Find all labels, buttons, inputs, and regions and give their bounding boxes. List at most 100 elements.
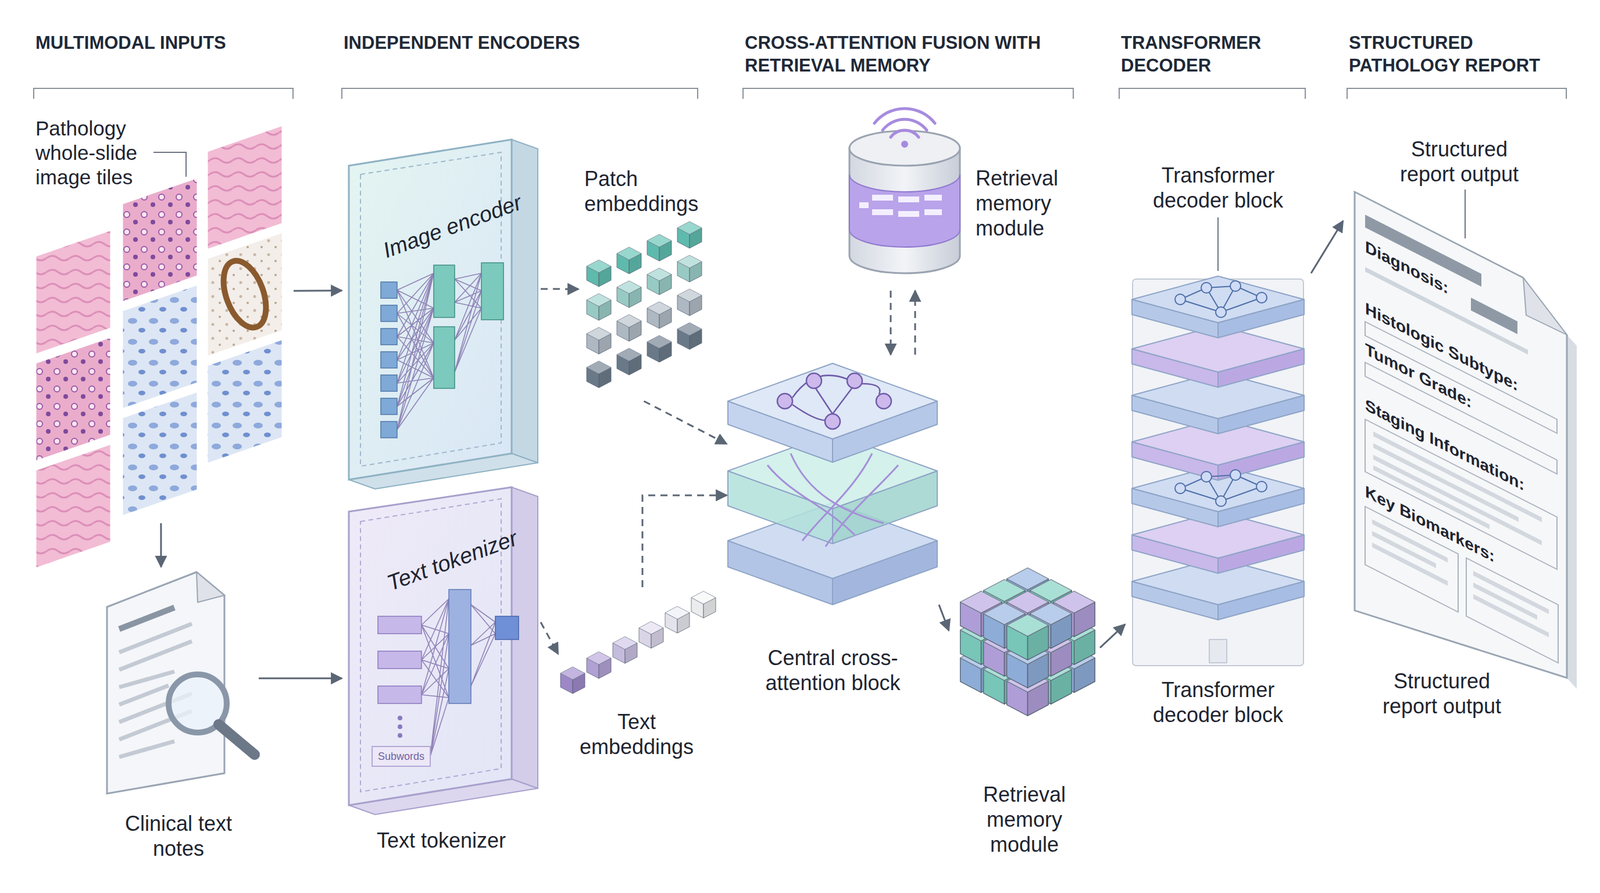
section-heading-holder: MULTIMODAL INPUTS — [35, 31, 292, 55]
slide-tiles — [206, 338, 283, 464]
image-encoder-panel — [360, 152, 502, 467]
slide-tiles — [122, 391, 198, 517]
arrow-connector — [1311, 220, 1344, 274]
cross-attention-stack — [727, 363, 938, 605]
patch-embedding-cubes — [616, 280, 642, 308]
slide-tiles — [35, 443, 112, 569]
node-label: Transformer decoder block — [1145, 677, 1291, 728]
memory-cube — [1006, 614, 1049, 660]
dashed-connector — [540, 287, 579, 290]
image-encoder-node: Image encoder — [341, 137, 541, 480]
patch-embedding-cubes — [677, 221, 702, 249]
text-tokenizer-panel — [377, 616, 422, 704]
clinical-notes-node: Clinical text notes — [98, 566, 259, 864]
node-label: Structured report output — [1366, 668, 1518, 719]
node-label: Patch embeddings — [584, 166, 707, 217]
report-document — [1354, 191, 1577, 724]
section-brackets — [1347, 88, 1567, 99]
node-label-holder: Structured report output — [1383, 136, 1535, 187]
image-encoder-panel — [380, 281, 398, 438]
patch-embedding-cubes — [647, 301, 672, 329]
dashed-connector — [642, 495, 727, 588]
memory-cylinder — [924, 194, 942, 201]
memory-cylinder — [859, 202, 869, 209]
cross-attention-stack — [847, 373, 863, 389]
leader-line — [1217, 217, 1219, 271]
decoder-stack — [1132, 279, 1304, 666]
arrow-connector — [159, 523, 162, 567]
section-brackets — [33, 88, 1567, 99]
node-label-holder: Text tokenizer — [341, 827, 541, 853]
decoder-stack — [1230, 469, 1241, 481]
node-label-holder: Pathology whole-slide image tiles — [35, 116, 175, 190]
section-brackets — [33, 88, 294, 99]
patch-embedding-cubes — [677, 255, 702, 282]
leader-line — [1464, 189, 1466, 239]
decoder-stack — [1256, 481, 1267, 492]
image-encoder-panel — [511, 139, 538, 463]
decoder-stack — [1175, 280, 1267, 507]
memory-cylinder — [924, 209, 942, 216]
report-node: Structured report outputDiagnosis:Histol… — [1343, 130, 1576, 724]
node-label-holder: Histologic Subtype: — [1365, 298, 1563, 319]
memory-cylinder — [849, 174, 960, 248]
node-label: Text tokenizer — [341, 827, 541, 853]
slide-tiles — [206, 125, 283, 250]
patch-embedding-cubes — [586, 327, 612, 355]
decoder-stack — [1131, 276, 1305, 620]
image-encoder-panel — [380, 375, 398, 392]
text-tokenizer-panel — [495, 616, 519, 640]
arrow-connector — [938, 604, 949, 631]
image-encoder-panel — [397, 273, 434, 430]
section-heading: CROSS-ATTENTION FUSION WITH RETRIEVAL ME… — [744, 31, 1048, 78]
dashed-connector — [890, 290, 892, 355]
section-heading: TRANSFORMER DECODER — [1120, 31, 1313, 78]
text-tokenizer-panel — [397, 724, 403, 730]
patch-embedding-cubes — [586, 259, 612, 287]
slide-tiles — [206, 231, 283, 357]
report-document — [1354, 191, 1567, 719]
text-embedding-cubes — [691, 591, 716, 619]
section-brackets — [341, 88, 698, 99]
section-heading: MULTIMODAL INPUTS — [35, 31, 292, 55]
memory-cylinder — [898, 211, 920, 217]
text-embedding-cubes — [560, 666, 585, 694]
patch-embedding-cubes — [677, 322, 702, 350]
memory-cylinder — [882, 119, 927, 131]
node-label: Text embeddings — [572, 709, 701, 760]
section-heading-holder: STRUCTURED PATHOLOGY REPORT — [1348, 31, 1576, 78]
memory-cube — [960, 568, 1096, 716]
report-document — [1372, 542, 1448, 586]
patch-embedding-cubes — [586, 293, 612, 321]
node-label: Central cross-attention block — [738, 645, 928, 696]
patch-embedding-cubes — [616, 314, 642, 342]
section-heading: STRUCTURED PATHOLOGY REPORT — [1348, 31, 1576, 78]
node-label: Image encoder — [379, 189, 525, 264]
slide-tiles — [35, 336, 112, 462]
text-embedding-cubes — [586, 651, 612, 679]
node-label: Text tokenizer — [379, 523, 526, 599]
node-label-holder: Retrieval memory module — [975, 165, 1075, 242]
clinical-note-doc — [106, 572, 255, 794]
cross-attention-stack — [806, 373, 822, 389]
text-embedding-cubes — [638, 621, 664, 649]
dashed-connector — [914, 290, 917, 355]
decoder-node: Transformer decoder blockTransformer dec… — [1125, 156, 1312, 733]
report-document — [1566, 334, 1577, 689]
section-heading: INDEPENDENT ENCODERS — [343, 31, 693, 55]
node-label-holder: Text tokenizer — [379, 547, 525, 575]
memory-cylinder-node: Retrieval memory module — [843, 110, 1076, 291]
patch-embeddings-node: Patch embeddings — [578, 162, 710, 402]
image-encoder-panel — [454, 273, 482, 373]
image-encoder-panel — [481, 262, 504, 320]
dashed-connector — [540, 622, 559, 655]
subwords-label-holder: Subwords — [372, 746, 431, 767]
slide-tiles — [122, 177, 198, 303]
decoder-stack — [1131, 276, 1305, 323]
text-tokenizer-node: Text tokenizerText tokenizer — [341, 484, 541, 857]
memory-cylinder — [874, 108, 935, 138]
slide-tiles — [35, 125, 283, 569]
node-label-holder: Structured report output — [1366, 668, 1518, 719]
node-label-holder: Central cross-attention block — [738, 645, 928, 696]
